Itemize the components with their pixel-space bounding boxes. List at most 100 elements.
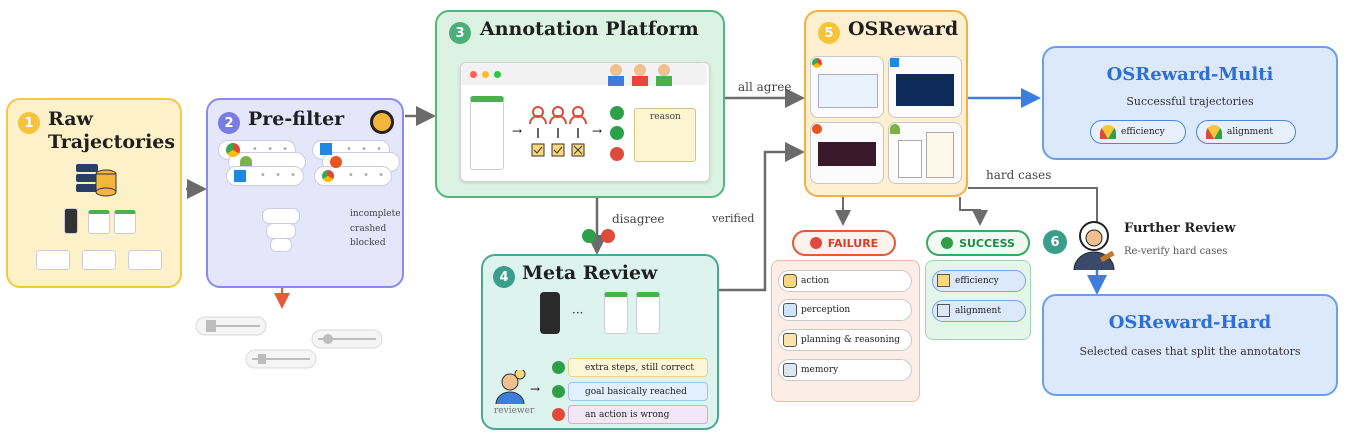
- crashed-icon: [266, 223, 296, 239]
- eye-icon: [783, 303, 797, 317]
- raw-traj-phone: [64, 208, 78, 234]
- verdict-2: goal basically reached: [568, 382, 708, 401]
- reviewer-label: reviewer: [494, 406, 535, 416]
- verdict-1: extra steps, still correct: [568, 358, 708, 377]
- check-icon: [610, 106, 624, 120]
- pill-dots: • • •: [348, 170, 388, 181]
- failure-item-planning: planning & reasoning: [778, 329, 912, 351]
- incomplete-icon: [262, 208, 300, 224]
- android-icon: [240, 156, 252, 166]
- filter-settings-icon: [370, 110, 394, 134]
- thumb-android-screen: [898, 140, 922, 178]
- step-6-badge: 6: [1043, 230, 1067, 254]
- failure-item-perception: perception: [778, 299, 912, 321]
- database-icon: [74, 160, 118, 198]
- multi-tag-alignment: alignment: [1196, 120, 1296, 144]
- success-icon: [941, 237, 954, 249]
- verdict-check-icon: [552, 385, 565, 398]
- success-header: SUCCESS: [926, 230, 1030, 256]
- pill-dots: • • •: [260, 170, 300, 181]
- chrome-icon: [226, 143, 240, 157]
- check-icon: [610, 126, 624, 140]
- reason-label: reason: [650, 112, 681, 122]
- success-item-efficiency: efficiency: [932, 270, 1026, 292]
- reason-card: [634, 108, 696, 162]
- osreward-title: OSReward: [848, 18, 959, 40]
- step-1-badge: 1: [18, 112, 40, 134]
- failure-item-action: action: [778, 270, 912, 292]
- osreward-hard-subtitle: Selected cases that split the annotators: [1079, 345, 1301, 358]
- meta-arrow-icon: →: [530, 382, 541, 396]
- window-max-dot: [494, 71, 501, 78]
- chrome-icon: [812, 58, 822, 68]
- osreward-hard-title: OSReward-Hard: [1108, 312, 1272, 333]
- arrow-icon: →: [512, 124, 523, 138]
- windows-icon: [234, 170, 246, 182]
- disagree-check-icon: [582, 229, 596, 243]
- edge-label-hard-cases: hard cases: [986, 168, 1052, 182]
- step-5-badge: 5: [818, 22, 840, 44]
- filter-blocked: blocked: [350, 238, 386, 248]
- memory-icon: [783, 363, 797, 377]
- blocked-icon: [270, 238, 292, 252]
- meta-screen-2: [636, 292, 660, 334]
- arrow-5-success: [959, 197, 988, 226]
- meta-ellipsis: ···: [572, 306, 584, 320]
- reviewer-avatar: [494, 370, 526, 404]
- thumb-ubuntu-screen: [818, 142, 876, 166]
- step-2-badge: 2: [218, 112, 240, 134]
- gauge-icon: [1206, 125, 1222, 139]
- prefilter-panel: [206, 98, 404, 288]
- os-pill-chrome-2: [314, 166, 392, 186]
- pill-dots: • • •: [252, 144, 292, 155]
- thumb-android-screen-2: [926, 132, 954, 178]
- arrow-hard-cases: [968, 187, 1098, 232]
- raw-traj-desktop-1: [36, 250, 70, 270]
- failure-header: FAILURE: [792, 230, 896, 256]
- success-item-alignment: alignment: [932, 300, 1026, 322]
- raw-traj-screen-1: [88, 210, 110, 234]
- osreward-multi-title: OSReward-Multi: [1106, 64, 1274, 85]
- trajectory-phone-screen: [470, 96, 504, 170]
- android-icon: [890, 124, 900, 134]
- arrow-4-5: [719, 142, 805, 292]
- further-review-title: Further Review: [1124, 221, 1236, 236]
- windows-icon-2: [320, 143, 332, 155]
- window-min-dot: [482, 71, 489, 78]
- verdict-check-icon: [552, 361, 565, 374]
- raw-traj-screen-2: [114, 210, 136, 234]
- discarded-trajectories: [195, 316, 383, 369]
- raw-traj-desktop-2: [82, 250, 116, 270]
- meta-review-title: Meta Review: [522, 262, 658, 284]
- further-review-subtitle: Re-verify hard cases: [1124, 246, 1228, 257]
- gauge-icon: [1100, 125, 1116, 139]
- cross-icon: [610, 147, 624, 161]
- hand-icon: [783, 274, 797, 288]
- osreward-multi-subtitle: Successful trajectories: [1126, 95, 1254, 108]
- pill-dots: • • •: [346, 144, 386, 155]
- ubuntu-icon: [330, 156, 342, 168]
- chrome-icon-2: [322, 170, 334, 182]
- alignment-icon: [937, 304, 950, 317]
- step-4-badge: 4: [493, 266, 515, 288]
- three-annotators-icon: [528, 104, 588, 162]
- efficiency-icon: [937, 274, 950, 287]
- verdict-3: an action is wrong: [568, 405, 708, 424]
- filter-crashed: crashed: [350, 224, 387, 234]
- arrow-icon: →: [592, 124, 603, 138]
- raw-trajectories-title-1: Raw: [48, 108, 93, 130]
- edge-label-verified: verified: [712, 212, 755, 225]
- window-close-dot: [470, 71, 477, 78]
- failure-icon: [809, 237, 822, 249]
- edge-label-all-agree: all agree: [738, 80, 792, 94]
- thumb-desktop-screen: [818, 74, 878, 108]
- osreward-hard-panel: [1042, 294, 1338, 396]
- planning-icon: [783, 333, 797, 347]
- ubuntu-icon: [812, 124, 822, 134]
- failure-item-memory: memory: [778, 359, 912, 381]
- prefilter-title: Pre-filter: [248, 108, 345, 130]
- disagree-cross-icon: [601, 229, 615, 243]
- raw-trajectories-title-2: Trajectories: [48, 131, 176, 153]
- meta-phone: [540, 292, 560, 334]
- annotation-platform-title: Annotation Platform: [480, 18, 699, 40]
